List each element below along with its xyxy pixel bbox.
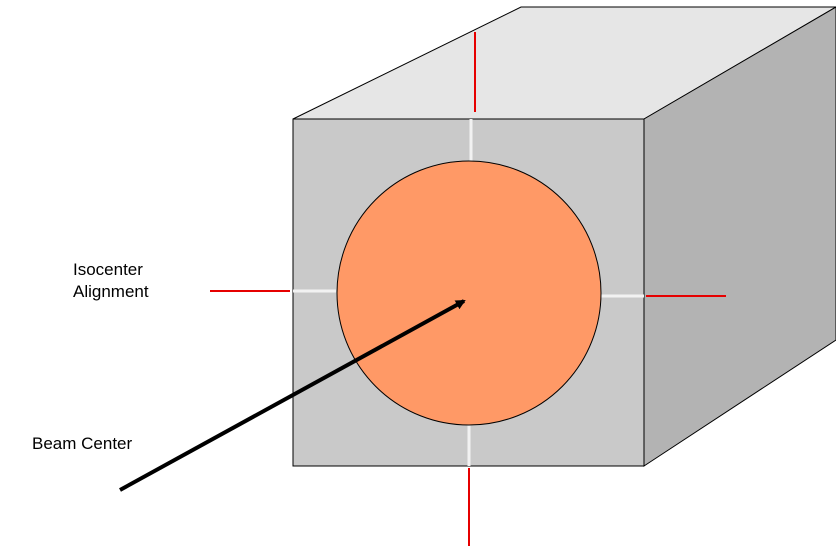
beam-center-label: Beam Center [32, 434, 133, 453]
isocenter-label-line1: Isocenter [73, 260, 143, 279]
isocenter-alignment-label: Isocenter Alignment [73, 259, 149, 303]
beam-center-arrow [119, 299, 466, 492]
beam-disc [336, 160, 602, 426]
isocenter-label-line2: Alignment [73, 282, 149, 301]
